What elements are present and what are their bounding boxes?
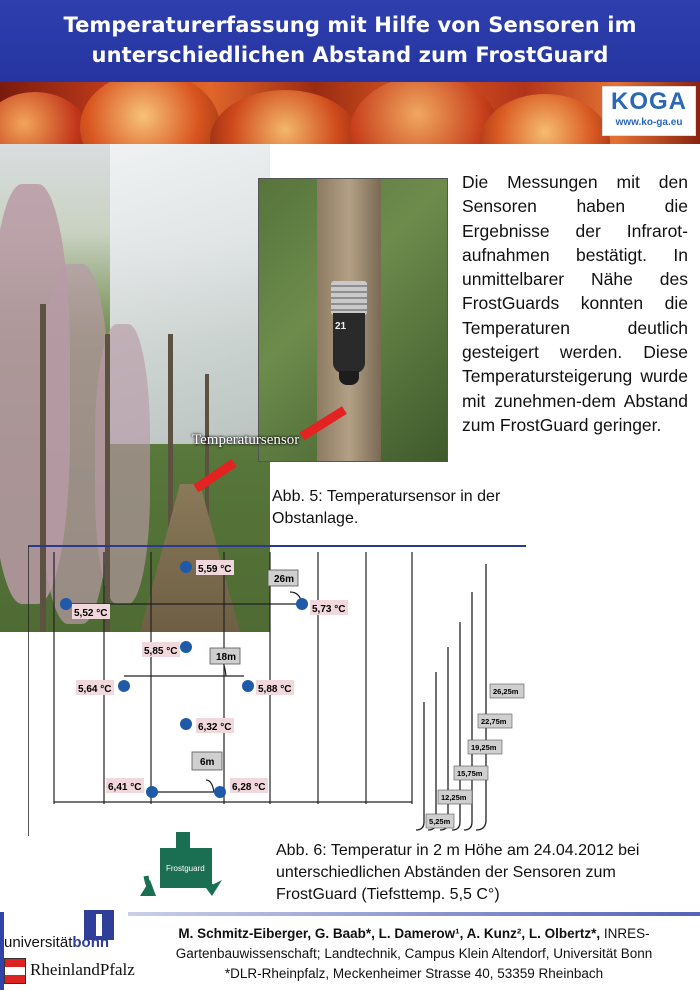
- sensor-tip: [339, 371, 359, 385]
- authors-affiliation: INRES-Gartenbauwissenschaft; Landtechnik…: [175, 926, 653, 961]
- sensor-marker-s7: [180, 718, 192, 730]
- sensor-number: 21: [335, 321, 347, 332]
- temp-label-s3: 5,73 °C: [312, 604, 345, 615]
- university-name: universitätbonn: [4, 934, 109, 951]
- sensor-marker-s1: [180, 561, 192, 573]
- sensor-marker-s9: [214, 786, 226, 798]
- sensor-markers: [60, 561, 308, 798]
- footer-accent-bar: [0, 912, 4, 990]
- temp-label-s4: 5,85 °C: [144, 646, 177, 657]
- sensor-marker-s6: [242, 680, 254, 692]
- sensor-photo: 21: [258, 178, 448, 462]
- frostguard-label: Frostguard: [166, 864, 205, 873]
- sensor-diagram: 5,59 °C 5,52 °C 5,73 °C 5,85 °C 5,64 °C …: [28, 545, 526, 836]
- apple-banner-image: [0, 82, 700, 144]
- frostguard-machine: Frostguard: [140, 832, 222, 896]
- sensor-body: [333, 313, 365, 373]
- orchard-photo: [0, 144, 270, 632]
- authors-names: M. Schmitz-Eiberger, G. Baab*, L. Damero…: [178, 926, 601, 941]
- figure-6-caption: Abb. 6: Temperatur in 2 m Höhe am 24.04.…: [276, 842, 640, 903]
- poster-title: Temperaturerfassung mit Hilfe von Sensor…: [0, 0, 700, 82]
- sensor-photo-label: Temperatursensor: [192, 432, 300, 448]
- footer-divider: [128, 912, 700, 916]
- authors-line: M. Schmitz-Eiberger, G. Baab*, L. Damero…: [132, 924, 696, 964]
- temp-label-s6: 5,88 °C: [258, 684, 291, 695]
- body-text: Die Messungen mit den Sensoren haben die…: [462, 172, 688, 435]
- university-prefix: universität: [4, 934, 73, 951]
- sensor-marker-s8: [146, 786, 158, 798]
- temp-label-s8: 6,41 °C: [108, 782, 141, 793]
- title-line-1: Temperaturerfassung mit Hilfe von Sensor…: [63, 13, 637, 37]
- sensor-marker-s4: [180, 641, 192, 653]
- distance-label-26m: 26m: [274, 574, 294, 585]
- distance-label-18m: 18m: [216, 652, 236, 663]
- distance-label-6m: 6m: [200, 757, 215, 768]
- authors-address: *DLR-Rheinpfalz, Meckenheimer Strasse 40…: [224, 966, 604, 981]
- temp-label-s5: 5,64 °C: [78, 684, 111, 695]
- temp-label-s7: 6,32 °C: [198, 722, 231, 733]
- frostguard-body: [160, 848, 212, 888]
- university-bonn-mark-icon: [84, 910, 114, 940]
- temperature-labels: 5,59 °C 5,52 °C 5,73 °C 5,85 °C 5,64 °C …: [72, 560, 348, 793]
- temp-label-s1: 5,59 °C: [198, 564, 231, 575]
- sensor-marker-s2: [60, 598, 72, 610]
- university-bonn: bonn: [72, 934, 110, 951]
- koga-logo-url: www.ko-ga.eu: [615, 117, 683, 128]
- rheinland-pfalz-crest-icon: [4, 958, 26, 984]
- temp-label-s2: 5,52 °C: [74, 608, 107, 619]
- temp-label-s9: 6,28 °C: [232, 782, 265, 793]
- row-distance-2: 22,75m: [481, 717, 507, 726]
- row-distance-5: 12,25m: [441, 793, 467, 802]
- row-distance-4: 15,75m: [457, 769, 483, 778]
- sensor-marker-s3: [296, 598, 308, 610]
- sensor-cap: [331, 281, 367, 315]
- distance-labels: 26m 18m 6m: [191, 569, 299, 771]
- rheinland-pfalz-logo: RheinlandPfalz: [4, 956, 135, 988]
- rheinland-pfalz-text: RheinlandPfalz: [30, 960, 135, 979]
- title-line-2: unterschiedlichen Abstand zum FrostGuard: [91, 43, 609, 67]
- sensor-marker-s5: [118, 680, 130, 692]
- university-bonn-logo[interactable]: universitätbonn RheinlandPfalz: [4, 908, 135, 990]
- row-distance-labels: 26,25m 22,75m 19,25m 15,75m 12,25m 5,25m: [425, 683, 525, 829]
- figure-5-caption: Abb. 5: Temperatursensor in der Obstanla…: [272, 488, 501, 527]
- frostguard-chimney: [176, 832, 190, 852]
- row-lines: [53, 552, 413, 804]
- authors-block: M. Schmitz-Eiberger, G. Baab*, L. Damero…: [132, 924, 696, 984]
- koga-logo[interactable]: KOGA www.ko-ga.eu: [602, 86, 696, 136]
- row-distance-3: 19,25m: [471, 743, 497, 752]
- koga-logo-mark: KOGA: [611, 88, 687, 115]
- row-distance-6: 5,25m: [429, 817, 451, 826]
- row-distance-1: 26,25m: [493, 687, 519, 696]
